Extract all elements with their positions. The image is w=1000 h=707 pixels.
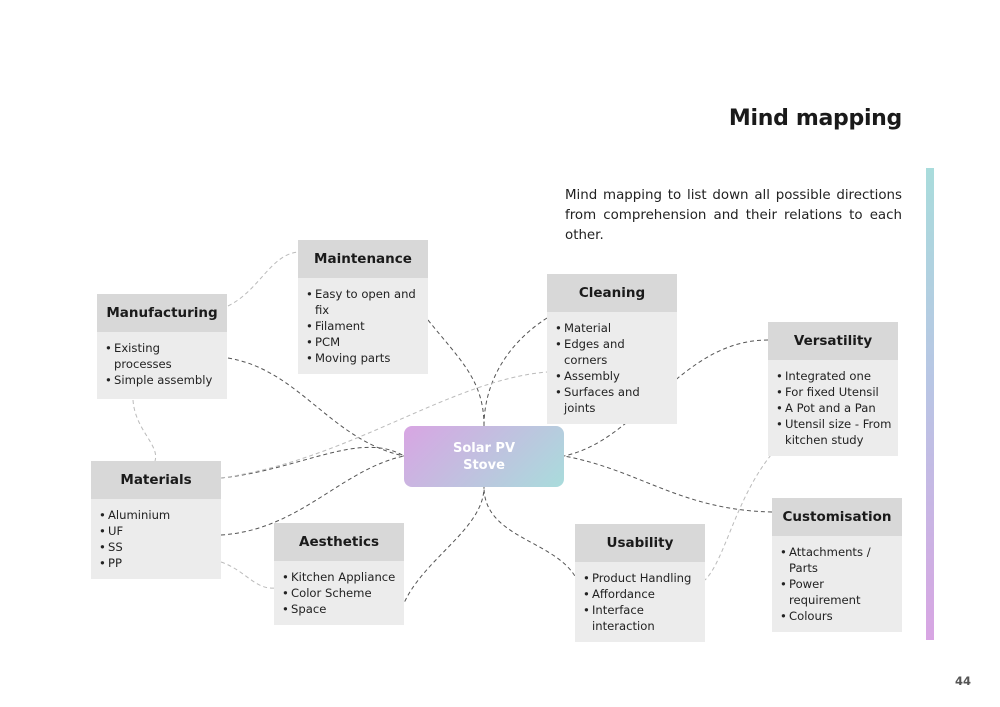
list-item: Color Scheme xyxy=(282,585,398,601)
list-item: Assembly xyxy=(555,368,671,384)
list-item: Simple assembly xyxy=(105,372,221,388)
node-cleaning: Cleaning Material Edges and corners Asse… xyxy=(547,274,677,424)
node-items: Easy to open and fix Filament PCM Moving… xyxy=(298,278,428,374)
list-item: PCM xyxy=(306,334,422,350)
node-title: Cleaning xyxy=(547,274,677,312)
list-item: Affordance xyxy=(583,586,699,602)
list-item: UF xyxy=(99,523,215,539)
link-manufacturing-materials xyxy=(132,399,157,462)
node-title: Manufacturing xyxy=(97,294,227,332)
node-materials: Materials Aluminium UF SS PP xyxy=(91,461,221,579)
list-item: Material xyxy=(555,320,671,336)
list-item: For fixed Utensil xyxy=(776,384,892,400)
list-item: Colours xyxy=(780,608,896,624)
central-topic-line2: Stove xyxy=(463,457,505,473)
node-title: Versatility xyxy=(768,322,898,360)
link-customisation xyxy=(563,455,773,513)
node-title: Customisation xyxy=(772,498,902,536)
link-versatility-usability xyxy=(704,454,772,581)
node-manufacturing: Manufacturing Existing processes Simple … xyxy=(97,294,227,399)
list-item: Easy to open and fix xyxy=(306,286,422,318)
node-title: Usability xyxy=(575,524,705,562)
node-items: Material Edges and corners Assembly Surf… xyxy=(547,312,677,424)
link-materials-aesthetics xyxy=(220,561,276,589)
node-items: Product Handling Affordance Interface in… xyxy=(575,562,705,642)
link-usability xyxy=(483,486,579,583)
list-item: Aluminium xyxy=(99,507,215,523)
list-item: Utensil size - From kitchen study xyxy=(776,416,892,448)
list-item: Interface interaction xyxy=(583,602,699,634)
list-item: Edges and corners xyxy=(555,336,671,368)
link-cleaning xyxy=(483,317,548,427)
list-item: Integrated one xyxy=(776,368,892,384)
list-item: Kitchen Appliance xyxy=(282,569,398,585)
link-materials-bottom xyxy=(220,455,405,536)
node-items: Integrated one For fixed Utensil A Pot a… xyxy=(768,360,898,456)
node-items: Aluminium UF SS PP xyxy=(91,499,221,579)
list-item: Filament xyxy=(306,318,422,334)
node-items: Kitchen Appliance Color Scheme Space xyxy=(274,561,404,625)
list-item: PP xyxy=(99,555,215,571)
link-materials-cleaning xyxy=(220,371,548,479)
node-title: Maintenance xyxy=(298,240,428,278)
list-item: Surfaces and joints xyxy=(555,384,671,416)
accent-gradient-bar xyxy=(926,168,934,640)
list-item: A Pot and a Pan xyxy=(776,400,892,416)
central-topic: Solar PV Stove xyxy=(404,426,564,487)
node-items: Existing processes Simple assembly xyxy=(97,332,227,396)
node-title: Aesthetics xyxy=(274,523,404,561)
node-versatility: Versatility Integrated one For fixed Ute… xyxy=(768,322,898,456)
link-materials-top xyxy=(220,446,405,479)
list-item: Product Handling xyxy=(583,570,699,586)
list-item: Attachments / Parts xyxy=(780,544,896,576)
node-items: Attachments / Parts Power requirement Co… xyxy=(772,536,902,632)
link-aesthetics xyxy=(401,486,485,609)
list-item: Moving parts xyxy=(306,350,422,366)
list-item: Space xyxy=(282,601,398,617)
central-topic-line1: Solar PV xyxy=(452,440,516,456)
node-maintenance: Maintenance Easy to open and fix Filamen… xyxy=(298,240,428,374)
page-title: Mind mapping xyxy=(728,106,902,131)
node-usability: Usability Product Handling Affordance In… xyxy=(575,524,705,642)
link-maintenance xyxy=(427,319,485,427)
list-item: Power requirement xyxy=(780,576,896,608)
list-item: SS xyxy=(99,539,215,555)
list-item: Existing processes xyxy=(105,340,221,372)
node-title: Materials xyxy=(91,461,221,499)
link-manufacturing-maintenance xyxy=(227,251,299,307)
intro-text: Mind mapping to list down all possible d… xyxy=(565,188,902,243)
node-aesthetics: Aesthetics Kitchen Appliance Color Schem… xyxy=(274,523,404,625)
node-customisation: Customisation Attachments / Parts Power … xyxy=(772,498,902,632)
page-number: 44 xyxy=(955,674,972,688)
